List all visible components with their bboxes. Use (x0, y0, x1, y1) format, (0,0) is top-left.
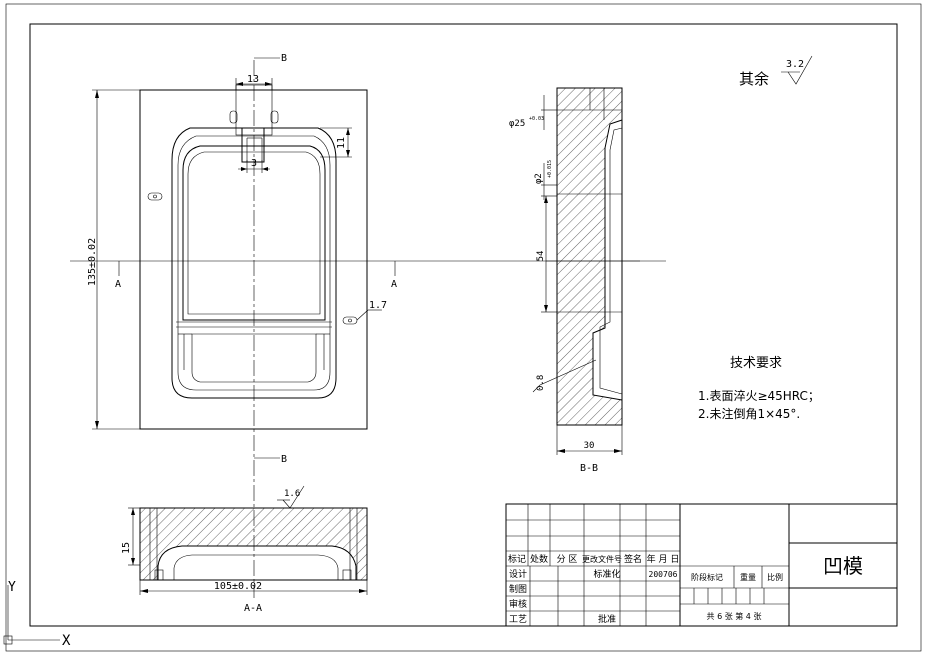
roughness-note-symbol (787, 55, 813, 85)
tech-title: 技术要求 (730, 356, 782, 371)
ucs-icon: Y X (3, 580, 71, 649)
tb-approve-label: 批准 (598, 613, 616, 625)
roughness-note-value: 3.2 (786, 59, 804, 70)
section-aa-outline (139, 507, 368, 581)
side-hole-left (147, 192, 163, 201)
dim-hole-label: 1.7 (369, 300, 387, 311)
front-outline (139, 89, 368, 430)
section-bb-phi2: φ2 (534, 173, 544, 184)
tech-item-2: 2.未注倒角1×45°. (698, 406, 800, 421)
tb-process-label: 工艺 (509, 614, 527, 625)
section-aa-label: A-A (244, 603, 262, 614)
section-bb-dim54: 54 (536, 251, 546, 262)
section-bb-phi25-tol: +0.03 (529, 116, 544, 122)
section-aa-view: 105±0.02 A-A 15 1.6 (121, 485, 368, 614)
section-bb-width: 30 (584, 441, 595, 451)
tb-part-name: 凹模 (823, 554, 863, 578)
section-bb-phi2-tol: +0.015 (547, 160, 553, 178)
section-bb-view: φ25 +0.03 φ2 +0.015 54 0.8 30 B-B (509, 87, 640, 474)
tb-drawing-label: 制图 (509, 583, 527, 595)
front-view: 135±0.02 13 11 (70, 53, 666, 598)
roughness-symbol-bb (532, 359, 597, 393)
section-bb-label: B-B (580, 463, 598, 474)
lower-pocket (191, 333, 317, 383)
tb-scale-label: 比例 (767, 572, 783, 582)
dim-11-label: 11 (336, 137, 347, 149)
section-aa-width-label: 105±0.02 (214, 581, 262, 592)
tb-header-count: 处数 (530, 553, 548, 565)
tb-stage-mark-label: 阶段标记 (691, 572, 723, 582)
notes: 其余 3.2 技术要求 1.表面淬火≥45HRC； 2.未注倒角1×45°. (698, 55, 820, 421)
tb-header-change-doc: 更改文件号 (582, 554, 622, 564)
section-bb-roughness: 0.8 (536, 375, 546, 391)
tb-header-mark: 标记 (508, 553, 526, 565)
cavity-inner (182, 145, 326, 321)
tb-sheets-text: 共 6 张 第 4 张 (707, 611, 762, 621)
pin-hole-left (229, 110, 238, 124)
section-bb-phi25: φ25 (509, 119, 525, 129)
roughness-note-prefix: 其余 (739, 70, 769, 88)
section-mark-a-right: A (391, 279, 397, 290)
title-block: 标记 处数 分 区 更改文件号 签名 年 月 日 设计 标准化 200706 制… (505, 503, 898, 627)
tb-date-value: 200706 (649, 570, 678, 579)
roughness-symbol-aa (282, 485, 305, 509)
section-mark-b-top: B (281, 53, 287, 64)
pin-hole-right (270, 110, 279, 124)
tb-header-zone: 分 区 (557, 554, 578, 565)
section-aa-roughness-label: 1.6 (284, 489, 300, 499)
tb-weight-label: 重量 (740, 572, 756, 582)
tb-header-sign: 签名 (624, 553, 642, 565)
sheet-outer-border (5, 3, 922, 652)
section-mark-a-left: A (115, 279, 121, 290)
side-hole-right (342, 316, 358, 325)
section-aa-depth-label: 15 (121, 542, 132, 554)
height-dim-label: 135±0.02 (87, 238, 98, 286)
tb-header-date: 年 月 日 (647, 553, 680, 565)
dim-13-label: 13 (247, 74, 259, 85)
cavity-outer (171, 127, 337, 399)
tb-standardize-label: 标准化 (593, 568, 620, 580)
sheet-inner-border (29, 23, 898, 627)
tb-design-label: 设计 (509, 568, 527, 580)
ucs-x-label: X (62, 633, 71, 649)
ucs-y-label: Y (8, 580, 16, 595)
section-mark-b-bottom: B (281, 454, 287, 465)
tech-item-1: 1.表面淬火≥45HRC； (698, 388, 820, 403)
section-bb-outline (556, 87, 623, 426)
tb-review-label: 审核 (509, 598, 527, 610)
